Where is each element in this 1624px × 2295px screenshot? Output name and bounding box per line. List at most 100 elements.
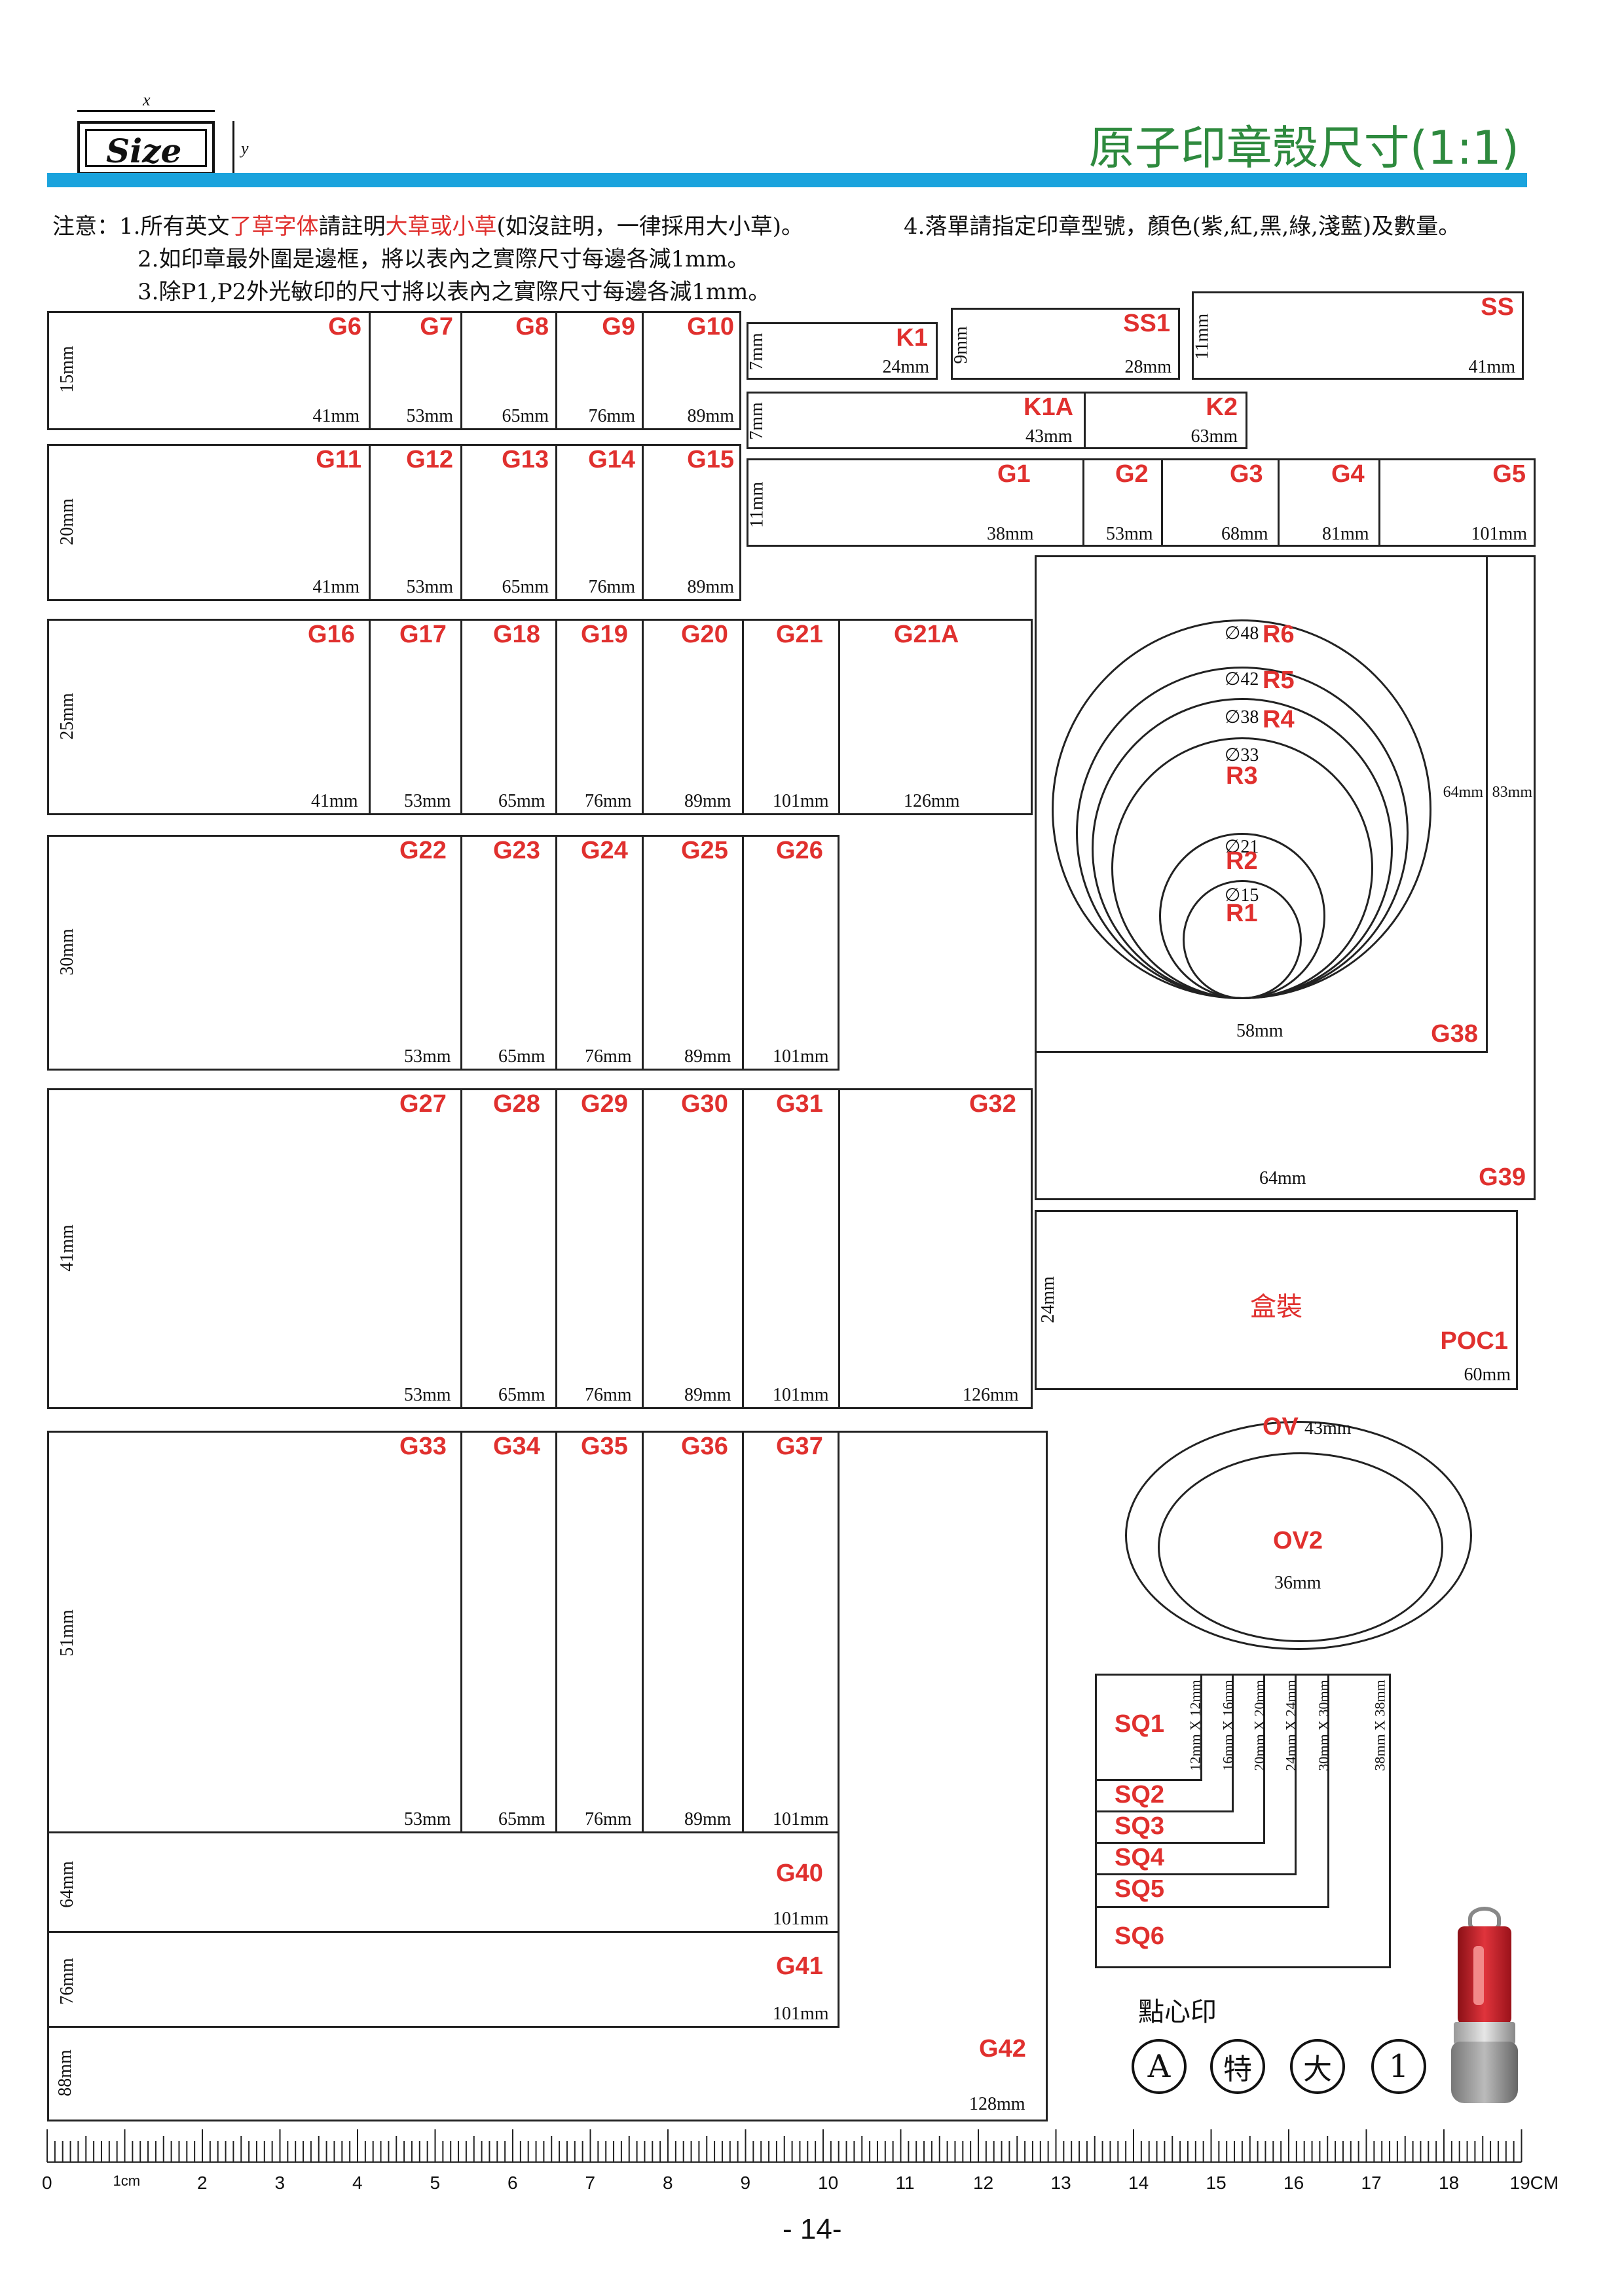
box-g38: G38 58mm 64mm bbox=[1035, 555, 1488, 1053]
height-label: 41mm bbox=[56, 1224, 77, 1272]
code-g36: G36 bbox=[681, 1433, 728, 1460]
logo-x-label: x bbox=[143, 90, 151, 109]
size-sq6: 38mm X 38mm bbox=[1371, 1680, 1388, 1771]
ruler-label: 0 bbox=[42, 2173, 52, 2193]
ruler-label: 9 bbox=[740, 2173, 751, 2193]
code-g4: G4 bbox=[1331, 460, 1365, 488]
width-65: 65mm bbox=[498, 791, 545, 811]
width-65: 65mm bbox=[498, 1809, 545, 1829]
box-ss: 11mm SS 41mm bbox=[1192, 291, 1524, 380]
width-53: 53mm bbox=[404, 1385, 451, 1405]
box-row-20mm: 20mm G11 G12 G13 G14 G15 41mm 53mm 65mm … bbox=[47, 444, 741, 601]
code-g31: G31 bbox=[776, 1090, 823, 1118]
size-sq2: 16mm X 16mm bbox=[1219, 1680, 1236, 1771]
ruler-label: 3 bbox=[274, 2173, 286, 2193]
size-sq5: 30mm X 30mm bbox=[1315, 1680, 1332, 1771]
box-row-15mm: 15mm G6 G7 G8 G9 G10 41mm 53mm 65mm 76mm… bbox=[47, 311, 741, 430]
ruler-label: 11 bbox=[895, 2173, 915, 2193]
code-ov2: OV2 bbox=[1273, 1527, 1323, 1554]
code-g29: G29 bbox=[581, 1090, 628, 1118]
width-41: 41mm bbox=[312, 577, 360, 597]
width-53: 53mm bbox=[404, 1046, 451, 1067]
width-76: 76mm bbox=[585, 791, 632, 811]
ruler-label: 2 bbox=[197, 2173, 208, 2193]
code-sq3: SQ3 bbox=[1115, 1812, 1165, 1840]
width-65: 65mm bbox=[498, 1385, 545, 1405]
code-r3: R3 bbox=[1226, 762, 1258, 790]
height-label: 25mm bbox=[56, 693, 77, 740]
width-64: 64mm bbox=[1259, 1168, 1306, 1188]
code-g15: G15 bbox=[687, 446, 734, 473]
code-g11: G11 bbox=[316, 446, 361, 473]
width-76: 76mm bbox=[588, 406, 635, 426]
code-g27: G27 bbox=[399, 1090, 447, 1118]
size-logo: Size bbox=[77, 121, 215, 175]
code-r6: R6 bbox=[1263, 621, 1295, 648]
code-g5: G5 bbox=[1492, 460, 1526, 488]
width-ov: 43mm bbox=[1304, 1418, 1352, 1439]
code-g32: G32 bbox=[969, 1090, 1016, 1118]
height-label: 9mm bbox=[950, 326, 971, 364]
box-poc1: 24mm 盒裝 POC1 60mm bbox=[1035, 1210, 1518, 1390]
code-g41: G41 bbox=[776, 1953, 823, 1980]
dot-stamp-label: 點心印 bbox=[1138, 1997, 1217, 2027]
width-101: 101mm bbox=[773, 2004, 829, 2024]
ruler-label: 10 bbox=[818, 2173, 839, 2193]
dia-r3: ∅33 bbox=[1225, 745, 1259, 765]
header-accent-bar bbox=[47, 173, 1527, 187]
code-g18: G18 bbox=[493, 621, 540, 648]
width-101: 101mm bbox=[773, 791, 829, 811]
code-g40: G40 bbox=[776, 1860, 823, 1887]
ruler-label: 1cm bbox=[113, 2173, 141, 2189]
code-g2: G2 bbox=[1115, 460, 1149, 488]
width-126: 126mm bbox=[963, 1385, 1019, 1405]
code-g37: G37 bbox=[776, 1433, 823, 1460]
ruler-label: 5 bbox=[430, 2173, 441, 2193]
size-sq4: 24mm X 24mm bbox=[1282, 1680, 1299, 1771]
width-101: 101mm bbox=[773, 1385, 829, 1405]
width-41: 41mm bbox=[312, 406, 360, 426]
width-ov2: 36mm bbox=[1274, 1573, 1321, 1593]
width-76: 76mm bbox=[585, 1809, 632, 1829]
code-g16: G16 bbox=[308, 621, 355, 648]
note-line-2: 2.如印章最外圍是邊框，將以表內之實際尺寸每邊各減1mm。 bbox=[138, 246, 750, 272]
oval-ov2 bbox=[1158, 1452, 1443, 1642]
ruler-label: 12 bbox=[973, 2173, 994, 2193]
oval-ov bbox=[1125, 1421, 1472, 1650]
box-sq1 bbox=[1095, 1674, 1202, 1781]
width-126: 126mm bbox=[904, 791, 960, 811]
width-38: 38mm bbox=[987, 524, 1034, 544]
width-43: 43mm bbox=[1025, 426, 1073, 447]
width-58: 58mm bbox=[1236, 1021, 1283, 1041]
width-63: 63mm bbox=[1190, 426, 1238, 447]
width-65: 65mm bbox=[502, 577, 549, 597]
code-g9: G9 bbox=[602, 313, 635, 340]
code-r1: R1 bbox=[1226, 900, 1258, 927]
dia-r2: ∅21 bbox=[1225, 837, 1259, 857]
height-label: 11mm bbox=[747, 481, 767, 528]
width-101: 101mm bbox=[773, 1046, 829, 1067]
width-41: 41mm bbox=[311, 791, 358, 811]
ruler-label: 4 bbox=[352, 2173, 363, 2193]
code-g6: G6 bbox=[328, 313, 361, 340]
page-title: 原子印章殼尺寸(1:1) bbox=[1088, 121, 1519, 175]
size-sq3: 20mm X 20mm bbox=[1251, 1680, 1268, 1771]
box-g41: 76mm G41 101mm bbox=[47, 1931, 840, 2028]
width-65: 65mm bbox=[498, 1046, 545, 1067]
code-g7: G7 bbox=[420, 313, 453, 340]
width-89: 89mm bbox=[684, 1385, 731, 1405]
width-53: 53mm bbox=[406, 577, 453, 597]
height-label: 51mm bbox=[56, 1609, 77, 1657]
box-row-25mm: 25mm G16 G17 G18 G19 G20 G21 G21A 41mm 5… bbox=[47, 619, 1033, 815]
ruler-label: 15 bbox=[1206, 2173, 1227, 2193]
dia-r5: ∅42 bbox=[1225, 669, 1259, 689]
width-53: 53mm bbox=[406, 406, 453, 426]
width-101: 101mm bbox=[773, 1909, 829, 1929]
code-ss1: SS1 bbox=[1123, 310, 1170, 337]
dia-r4: ∅38 bbox=[1225, 707, 1259, 727]
width-53: 53mm bbox=[404, 1809, 451, 1829]
dia-r6: ∅48 bbox=[1225, 623, 1259, 644]
ruler-label: 17 bbox=[1361, 2173, 1382, 2193]
code-g24: G24 bbox=[581, 837, 628, 864]
width-89: 89mm bbox=[684, 1046, 731, 1067]
